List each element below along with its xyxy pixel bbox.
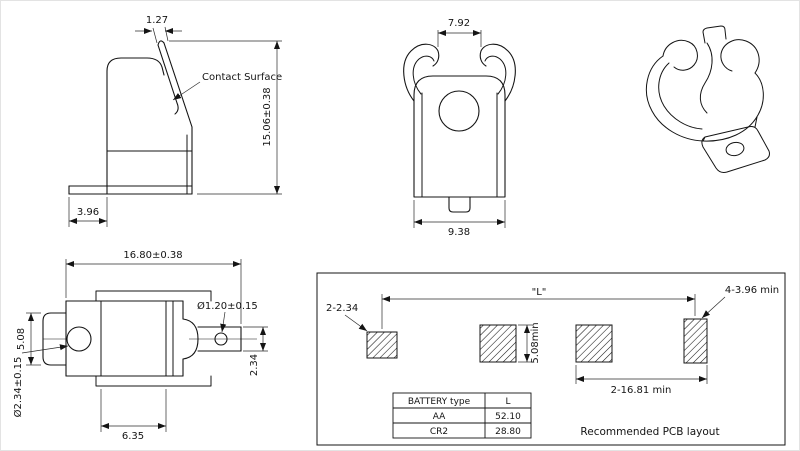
dim-fold-spacing: 6.35 bbox=[100, 389, 167, 442]
top-view: 16.80±0.38 5.08 Ø1.20±0.15 2.34 Ø2.34±0.… bbox=[12, 250, 268, 442]
dim-pad-height: 5.08min bbox=[518, 322, 541, 364]
dim-mount-hole-label: Ø2.34±0.15 bbox=[12, 357, 24, 418]
dim-arm-width: 1.27 bbox=[135, 15, 182, 44]
dim-overall-width-label: 16.80±0.38 bbox=[123, 250, 182, 261]
dim-arm-width-label: 1.27 bbox=[146, 15, 168, 26]
battery-table: BATTERY type L AA 52.10 CR2 28.80 bbox=[392, 392, 532, 439]
dim-bottom-width: 9.38 bbox=[413, 200, 506, 238]
dim-tab-height: 5.08 bbox=[16, 312, 41, 366]
table-cell-aa: AA bbox=[433, 412, 446, 422]
note-pad-size-label: 2-2.34 bbox=[326, 303, 358, 314]
dim-pin-hole: Ø1.20±0.15 bbox=[197, 300, 258, 333]
pcb-caption: Recommended PCB layout bbox=[580, 426, 719, 438]
pcb-pad-4 bbox=[683, 318, 708, 364]
dim-top-width: 7.92 bbox=[437, 18, 482, 47]
dim-tab-height-label: 5.08 bbox=[16, 328, 27, 350]
dim-pin-width-label: 2.34 bbox=[249, 354, 260, 376]
note-pad-size: 2-2.34 bbox=[326, 303, 368, 332]
note-hole-size-label: 4-3.96 min bbox=[725, 285, 779, 296]
dim-fold-spacing-label: 6.35 bbox=[122, 431, 144, 442]
table-cell-cr2-length: 28.80 bbox=[495, 427, 521, 437]
dim-length-L: "L" bbox=[381, 287, 696, 329]
front-bottom-tab bbox=[448, 196, 471, 213]
table-header-battery-type: BATTERY type bbox=[408, 397, 471, 407]
front-view: 7.92 9.38 bbox=[403, 18, 516, 238]
table-cell-aa-length: 52.10 bbox=[495, 412, 521, 422]
isometric-view bbox=[645, 25, 770, 173]
pcb-pad-2 bbox=[479, 324, 517, 363]
dim-pad-span-label: 2-16.81 min bbox=[611, 385, 672, 396]
front-center-hole bbox=[438, 90, 480, 132]
contact-surface-label: Contact Surface bbox=[202, 72, 282, 83]
isometric-base-hole bbox=[725, 141, 745, 157]
dim-mount-hole: Ø2.34±0.15 bbox=[12, 344, 69, 418]
dim-top-width-label: 7.92 bbox=[448, 18, 470, 29]
isometric-base-plate bbox=[701, 126, 770, 173]
pcb-layout-panel: "L" 4-3.96 min 2-2.34 5.08min 2-16.81 mi… bbox=[316, 272, 786, 446]
dim-bottom-width-label: 9.38 bbox=[448, 227, 470, 238]
dim-pin-hole-label: Ø1.20±0.15 bbox=[197, 300, 258, 312]
pcb-pad-3 bbox=[575, 324, 613, 363]
dim-height-label: 15.06±0.38 bbox=[262, 87, 273, 146]
dim-base-depth-label: 3.96 bbox=[77, 207, 99, 218]
dim-pin-width: 2.34 bbox=[243, 326, 268, 376]
dim-overall-width: 16.80±0.38 bbox=[65, 250, 242, 324]
dim-pad-height-label: 5.08min bbox=[530, 322, 541, 363]
dim-pad-span: 2-16.81 min bbox=[575, 365, 708, 396]
table-header-L: L bbox=[505, 397, 510, 407]
pcb-pad-1 bbox=[366, 331, 398, 359]
side-view: 1.27 Contact Surface 15.06±0.38 3.96 bbox=[68, 15, 282, 227]
contact-surface-callout: Contact Surface bbox=[172, 72, 282, 101]
dim-length-label: "L" bbox=[532, 287, 547, 298]
dim-height: 15.06±0.38 bbox=[169, 40, 282, 195]
table-cell-cr2: CR2 bbox=[430, 427, 448, 437]
note-hole-size: 4-3.96 min bbox=[701, 285, 779, 319]
dim-base-depth: 3.96 bbox=[68, 197, 108, 227]
top-mount-hole bbox=[66, 326, 92, 352]
